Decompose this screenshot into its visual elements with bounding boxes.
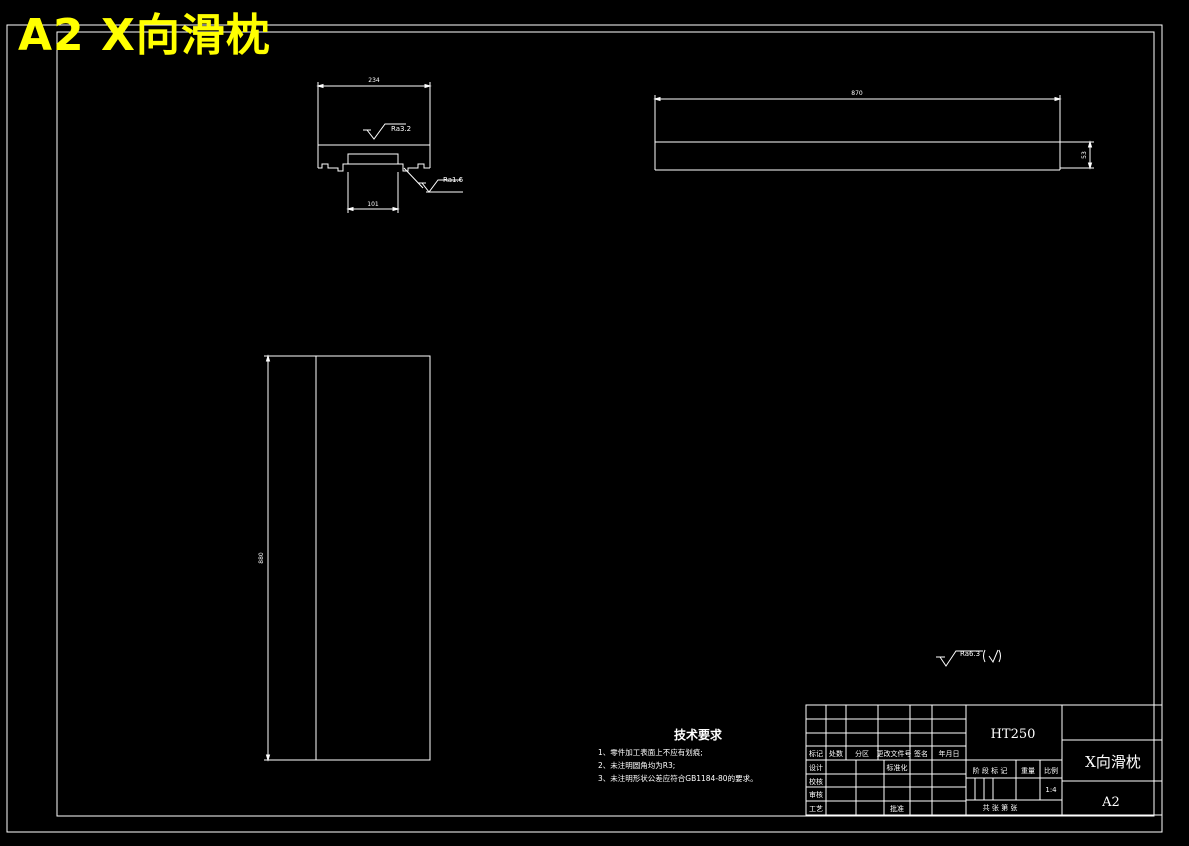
tech-requirements-title: 技术要求 bbox=[673, 728, 722, 742]
header-label-1: 处数 bbox=[829, 749, 843, 758]
dim-section-width: 234 bbox=[368, 77, 380, 84]
drawing-number-text: A2 bbox=[1101, 795, 1120, 810]
inner-frame bbox=[56, 31, 1155, 817]
approve-label: 批准 bbox=[890, 804, 904, 813]
tech-requirements: 技术要求 1、零件加工表面上不应有划痕; 2、未注明圆角均为R3; 3、未注明形… bbox=[598, 726, 798, 785]
dim-front-height: 880 bbox=[258, 552, 265, 564]
role-label-process: 工艺 bbox=[809, 805, 823, 813]
header-label-0: 标记 bbox=[809, 749, 823, 758]
standardization-label: 标准化 bbox=[887, 763, 908, 772]
section-view bbox=[316, 82, 463, 213]
general-roughness-label: Ra6.3 bbox=[960, 650, 980, 658]
outer-frame bbox=[6, 24, 1163, 833]
role-label-review: 审核 bbox=[809, 790, 823, 799]
title-block bbox=[805, 704, 1163, 816]
scale-label: 比例 bbox=[1044, 766, 1058, 775]
header-label-4: 签名 bbox=[914, 749, 928, 758]
dim-top-height: 53 bbox=[1081, 151, 1088, 159]
roughness-side-label: Ra1.6 bbox=[443, 176, 464, 184]
tech-requirement-2: 2、未注明圆角均为R3; bbox=[598, 761, 676, 770]
part-name-text: X向滑枕 bbox=[1085, 753, 1141, 771]
stage-label: 阶 段 标 记 bbox=[973, 766, 1008, 775]
scale-value: 1:4 bbox=[1045, 786, 1057, 794]
tech-requirement-1: 1、零件加工表面上不应有划痕; bbox=[598, 748, 703, 757]
top-view bbox=[653, 95, 1094, 171]
dim-section-slot: 101 bbox=[367, 201, 379, 208]
front-view bbox=[264, 354, 431, 762]
material-text: HT250 bbox=[991, 727, 1036, 742]
role-label-design: 设计 bbox=[809, 763, 823, 772]
role-label-check: 校核 bbox=[809, 777, 823, 786]
tech-requirement-3: 3、未注明形状公差应符合GB1184-80的要求。 bbox=[598, 774, 758, 783]
header-label-2: 分区 bbox=[855, 749, 869, 758]
dim-top-length: 870 bbox=[851, 90, 863, 97]
header-label-5: 年月日 bbox=[939, 749, 960, 758]
roughness-top-label: Ra3.2 bbox=[391, 125, 411, 133]
sheets-label: 共 张 第 张 bbox=[983, 803, 1018, 812]
general-roughness-symbol bbox=[936, 649, 1001, 667]
weight-label: 重量 bbox=[1021, 767, 1035, 775]
sheet-title: A2 X向滑枕 bbox=[18, 10, 271, 61]
header-label-3: 更改文件号 bbox=[877, 749, 912, 758]
